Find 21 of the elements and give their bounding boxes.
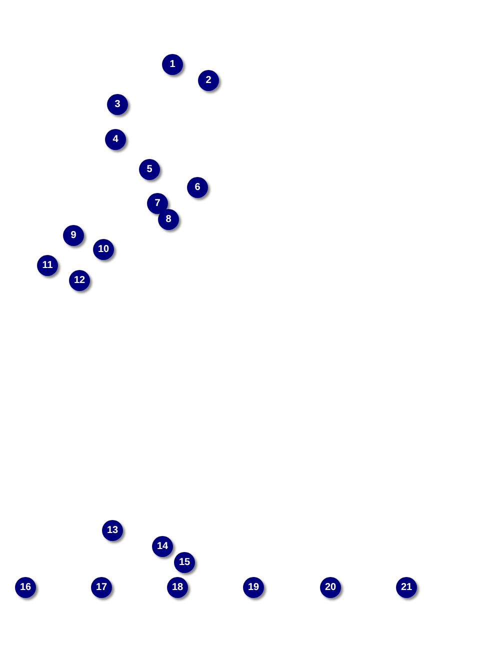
callout-number: 16	[15, 577, 36, 598]
callout-number: 7	[147, 193, 168, 214]
callout-number: 9	[63, 225, 84, 246]
callout-number: 2	[198, 70, 219, 91]
callout-number: 10	[93, 239, 114, 260]
callout-number: 11	[37, 255, 58, 276]
callout-number: 15	[174, 552, 195, 573]
callout-number: 8	[158, 209, 179, 230]
callout-number: 17	[91, 577, 112, 598]
callout-number: 3	[107, 94, 128, 115]
callout-number: 21	[396, 577, 417, 598]
callout-number: 13	[102, 520, 123, 541]
callout-number: 14	[152, 536, 173, 557]
callout-number: 6	[187, 177, 208, 198]
callout-number: 20	[320, 577, 341, 598]
callout-number: 12	[69, 270, 90, 291]
callout-number: 18	[167, 577, 188, 598]
callout-number: 19	[243, 577, 264, 598]
callout-number: 4	[105, 129, 126, 150]
callout-number: 5	[139, 159, 160, 180]
callout-number: 1	[162, 54, 183, 75]
